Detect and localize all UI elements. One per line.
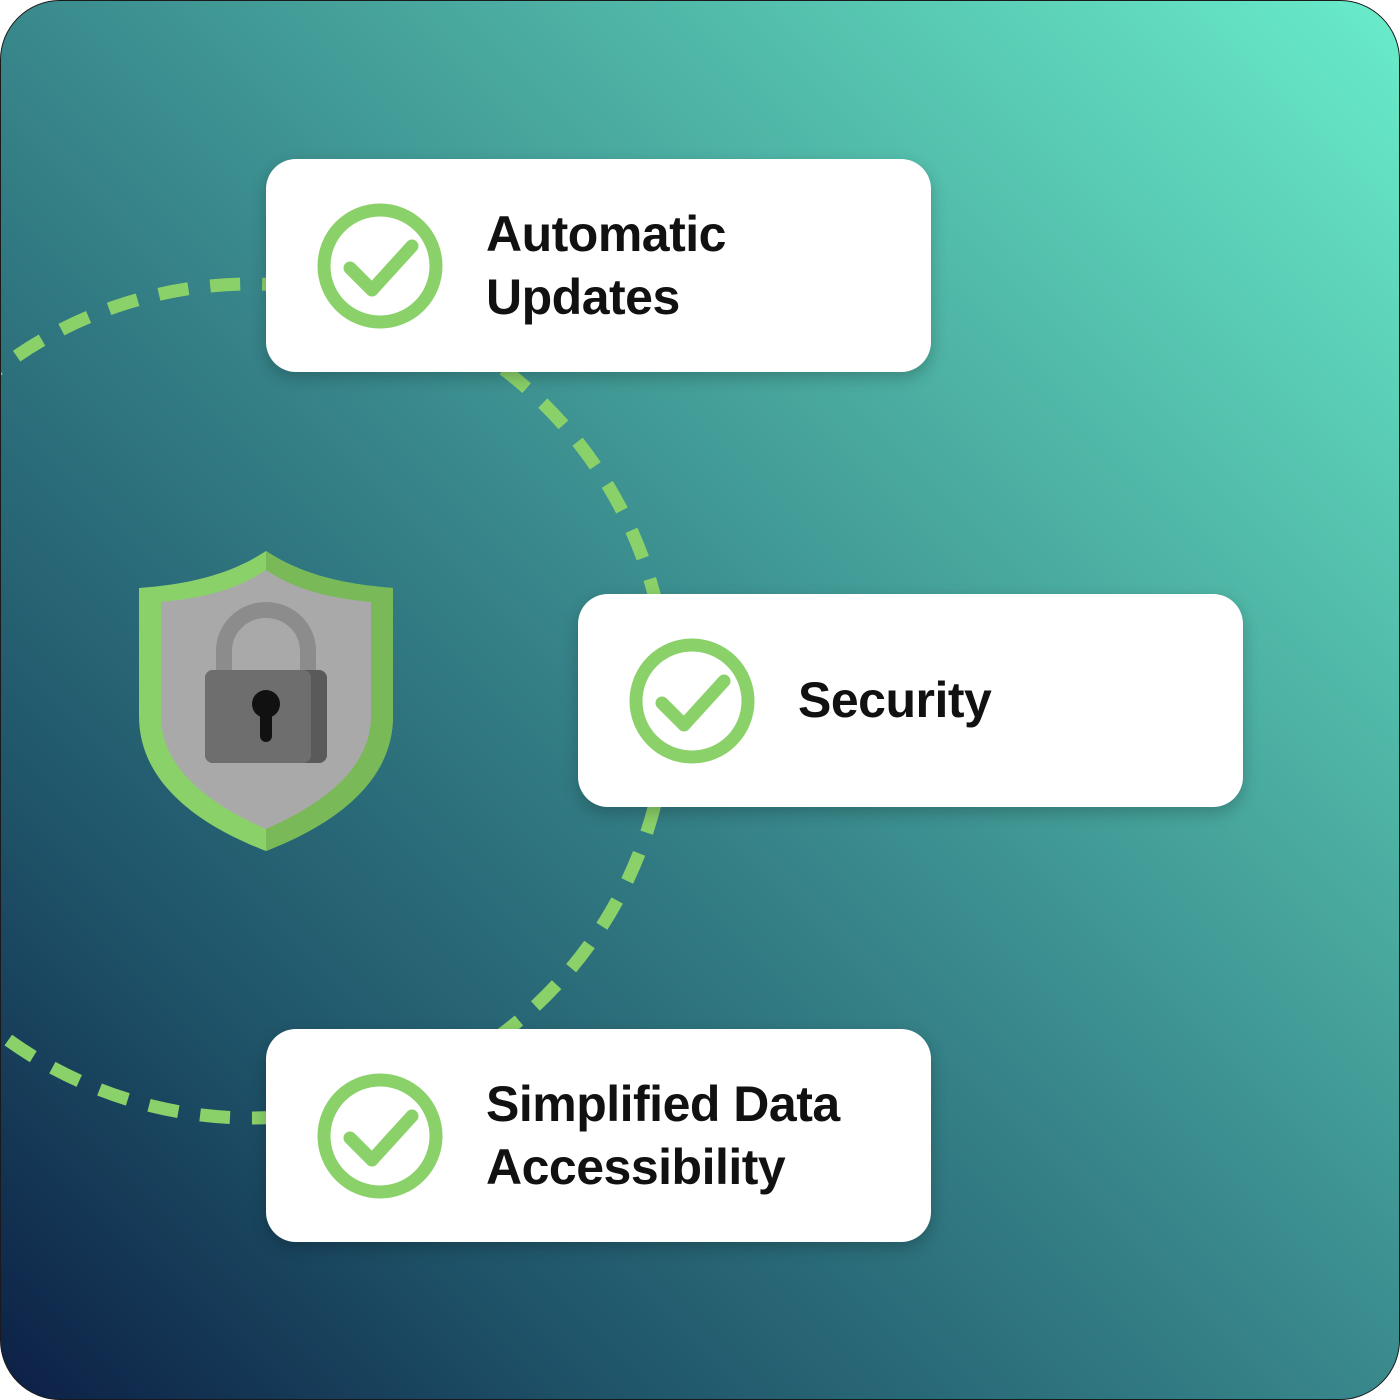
feature-label: Security xyxy=(798,672,992,728)
feature-label: Simplified Data Accessibility xyxy=(486,1075,840,1195)
check-circle-icon xyxy=(629,638,755,764)
feature-label: Automatic Updates xyxy=(486,205,726,325)
check-circle-icon xyxy=(317,203,443,329)
shield-lock-icon xyxy=(139,551,393,851)
feature-card-simplified-data-accessibility: Simplified Data Accessibility xyxy=(266,1029,931,1242)
feature-card-automatic-updates: Automatic Updates xyxy=(266,159,931,372)
feature-card-security: Security xyxy=(578,594,1243,807)
check-circle-icon xyxy=(317,1073,443,1199)
